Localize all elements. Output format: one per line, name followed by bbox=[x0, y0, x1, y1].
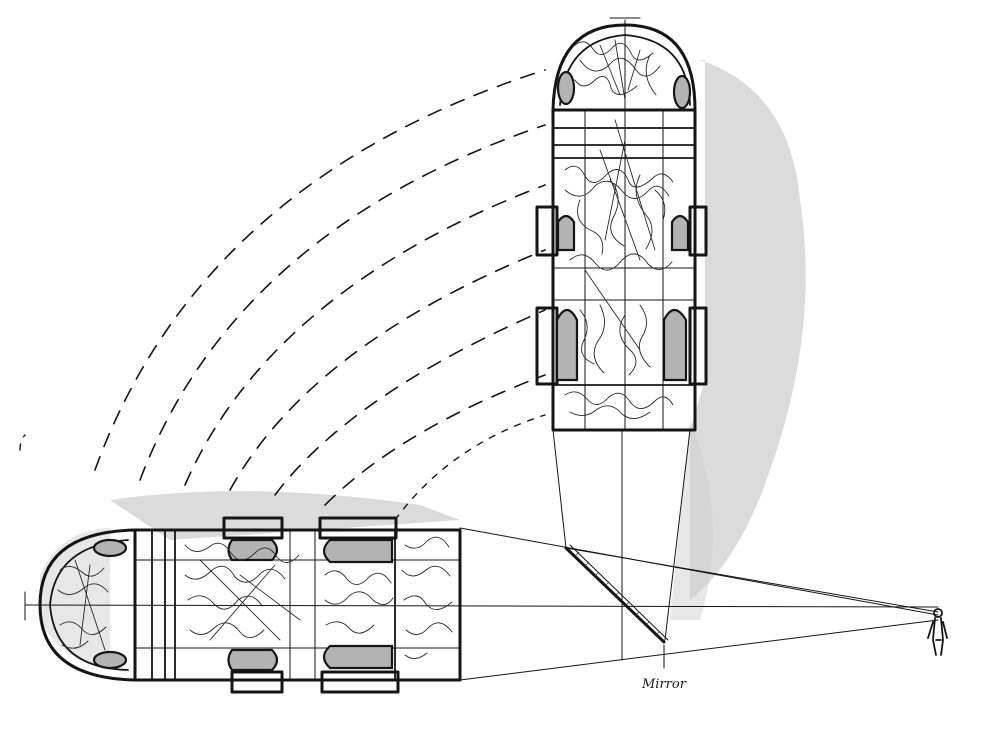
ceiling-plan-horizontal bbox=[24, 516, 462, 694]
ceiling-plan-vertical bbox=[535, 17, 708, 432]
rotation-arcs bbox=[19, 69, 546, 521]
viewer-figure bbox=[927, 608, 948, 656]
sight-lines bbox=[24, 19, 939, 681]
mirror bbox=[564, 544, 669, 669]
mirror-label: Mirror bbox=[641, 677, 687, 692]
